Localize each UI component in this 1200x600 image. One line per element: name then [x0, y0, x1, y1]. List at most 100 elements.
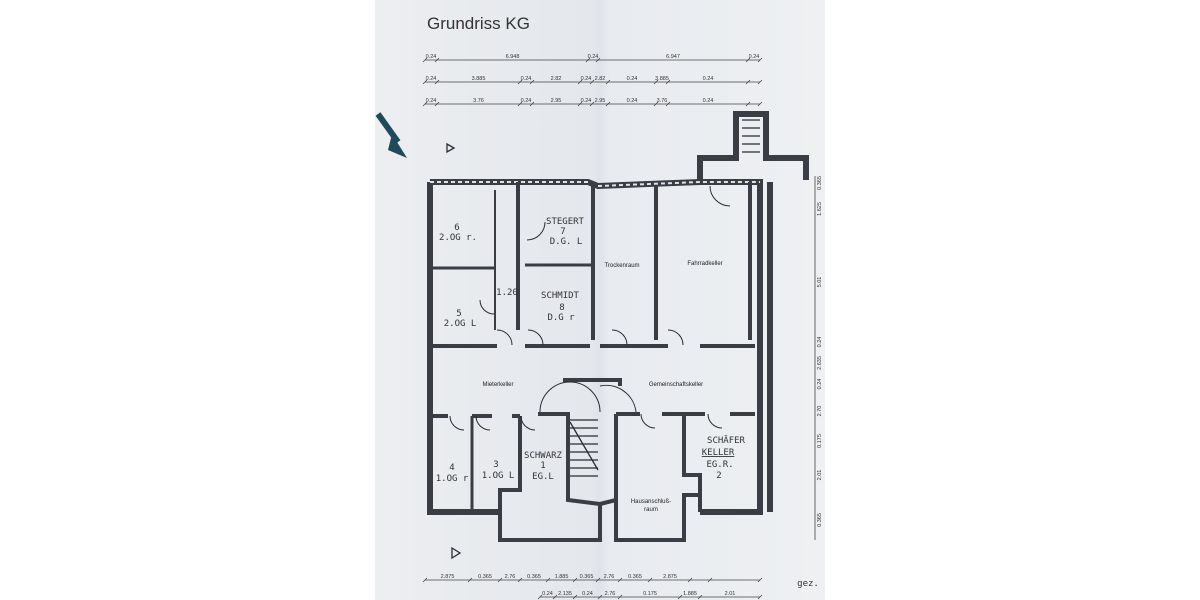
dim-row-2-tick	[653, 79, 659, 85]
dim-row-3-value: 2.95	[595, 98, 606, 104]
dim-bottom-tick	[545, 577, 551, 583]
room-7-floor: D.G. L	[550, 237, 583, 247]
room-5-floor: 2.OG L	[444, 319, 477, 329]
dim-bottom-2-value: 0.24	[542, 591, 553, 597]
dim-bottom-2-value: 0.24	[582, 591, 593, 597]
dim-row-3-value: 0.24	[426, 98, 437, 104]
dim-bottom-2-tick	[677, 594, 683, 600]
dim-bottom-2-tick	[697, 594, 703, 600]
dim-bottom-value: 0.365	[478, 574, 492, 580]
dim-row-3-tick	[745, 101, 751, 107]
dim-row-2-tick	[577, 79, 583, 85]
dim-row-3-value: 0.24	[521, 98, 532, 104]
dim-row-1-tick	[757, 57, 763, 63]
dim-bottom-tick	[517, 577, 523, 583]
walls	[427, 142, 773, 560]
dim-bottom-2-value: 2.135	[558, 591, 572, 597]
dim-bottom-value: 2.76	[505, 574, 516, 580]
dim-row-3-value: 2.95	[551, 98, 562, 104]
room-6-floor: 2.OG r.	[439, 233, 477, 243]
dim-bottom-value: 2.76	[604, 574, 615, 580]
dim-row-1-tick	[585, 57, 591, 63]
dim-row-3-tick	[665, 101, 671, 107]
dim-bottom-tick	[687, 577, 693, 583]
room-3-number: 3	[493, 460, 498, 470]
dim-row-1-tick	[595, 57, 601, 63]
dim-row-1-value: 0.24	[749, 54, 760, 60]
dim-bottom-tick	[497, 577, 503, 583]
dim-row-1-value: 6.947	[666, 54, 680, 60]
dim-bottom-2-tick	[537, 594, 543, 600]
room-4-floor: 1.OG r	[436, 474, 469, 484]
dim-row-3-tick	[577, 101, 583, 107]
dim-row-2-value: 2.82	[595, 76, 606, 82]
pointer-arrow-icon	[375, 112, 407, 158]
dim-row-2-value: 0.24	[627, 76, 638, 82]
dim-right-value: 0.365	[817, 176, 823, 190]
dim-right-value: 2.70	[817, 406, 823, 417]
dim-row-3-value: 0.24	[627, 98, 638, 104]
dim-right-value: 0.365	[817, 513, 823, 527]
dim-bottom-tick	[572, 577, 578, 583]
dim-bottom-2-tick	[757, 594, 763, 600]
dim-row-2-value: 2.82	[551, 76, 562, 82]
dim-row-3-tick	[653, 101, 659, 107]
room-2-number: 2	[716, 471, 721, 481]
dim-row-1-value: 0.24	[426, 54, 437, 60]
room-3-floor: 1.OG L	[482, 471, 515, 481]
dim-row-3-tick	[434, 101, 440, 107]
dim-row-3-tick	[589, 101, 595, 107]
dim-row-3-tick	[517, 101, 523, 107]
dim-right-value: 5.01	[817, 277, 823, 288]
dim-row-3-tick	[529, 101, 535, 107]
dim-right-value: 0.24	[817, 337, 823, 348]
room-6-number: 6	[454, 223, 459, 233]
room-8-name: SCHMIDT	[541, 291, 580, 301]
dim-row-2-tick	[605, 79, 611, 85]
room-8-floor: D.G r	[547, 313, 575, 323]
dim-right-value: 1.625	[817, 202, 823, 216]
dim-row-2-tick	[529, 79, 535, 85]
dim-row-2-tick	[757, 79, 763, 85]
room-7-number: 7	[560, 227, 565, 237]
room-hausanschluss-line2: raum	[644, 507, 658, 513]
dim-bottom-value: 2.875	[663, 574, 677, 580]
room-8-number: 8	[559, 303, 564, 313]
room-4-number: 4	[449, 463, 454, 473]
dim-bottom-tick	[422, 577, 428, 583]
room-mieterkeller: Mieterkeller	[482, 382, 513, 388]
dim-bottom-tick	[647, 577, 653, 583]
dim-row-1-tick	[422, 57, 428, 63]
dim-bottom-2-value: 0.175	[643, 591, 657, 597]
dim-bottom-2-tick	[617, 594, 623, 600]
signature: gez.	[797, 579, 819, 589]
dim-row-2-value: 3.885	[655, 76, 669, 82]
dim-bottom-tick	[617, 577, 623, 583]
dim-bottom-tick	[757, 577, 763, 583]
dim-bottom-2-value: 2.01	[725, 591, 736, 597]
dim-bottom-value: 0.365	[580, 574, 594, 580]
width-note: 1.20	[496, 288, 518, 298]
dim-bottom-tick	[467, 577, 473, 583]
dim-row-1-value: 0.24	[588, 54, 599, 60]
dim-bottom-value: 0.365	[527, 574, 541, 580]
dim-row-3-tick	[422, 101, 428, 107]
stair-tower	[697, 111, 809, 180]
room-trockenraum: Trockenraum	[604, 263, 639, 269]
dim-row-3-value: 0.24	[581, 98, 592, 104]
dim-row-1-tick	[745, 57, 751, 63]
dim-row-3-value: 3.76	[473, 98, 484, 104]
dim-bottom-tick	[707, 577, 713, 583]
dim-row-2-tick	[665, 79, 671, 85]
dim-row-2-tick	[589, 79, 595, 85]
room-5-number: 5	[456, 309, 461, 319]
dim-row-2-value: 0.24	[426, 76, 437, 82]
dim-bottom-value: 1.885	[555, 574, 569, 580]
dim-bottom-2-value: 2.76	[605, 591, 616, 597]
dim-right-value: 2.01	[817, 470, 823, 481]
dim-row-2-value: 0.24	[703, 76, 714, 82]
room-2-floor: EG.R.	[706, 460, 733, 470]
